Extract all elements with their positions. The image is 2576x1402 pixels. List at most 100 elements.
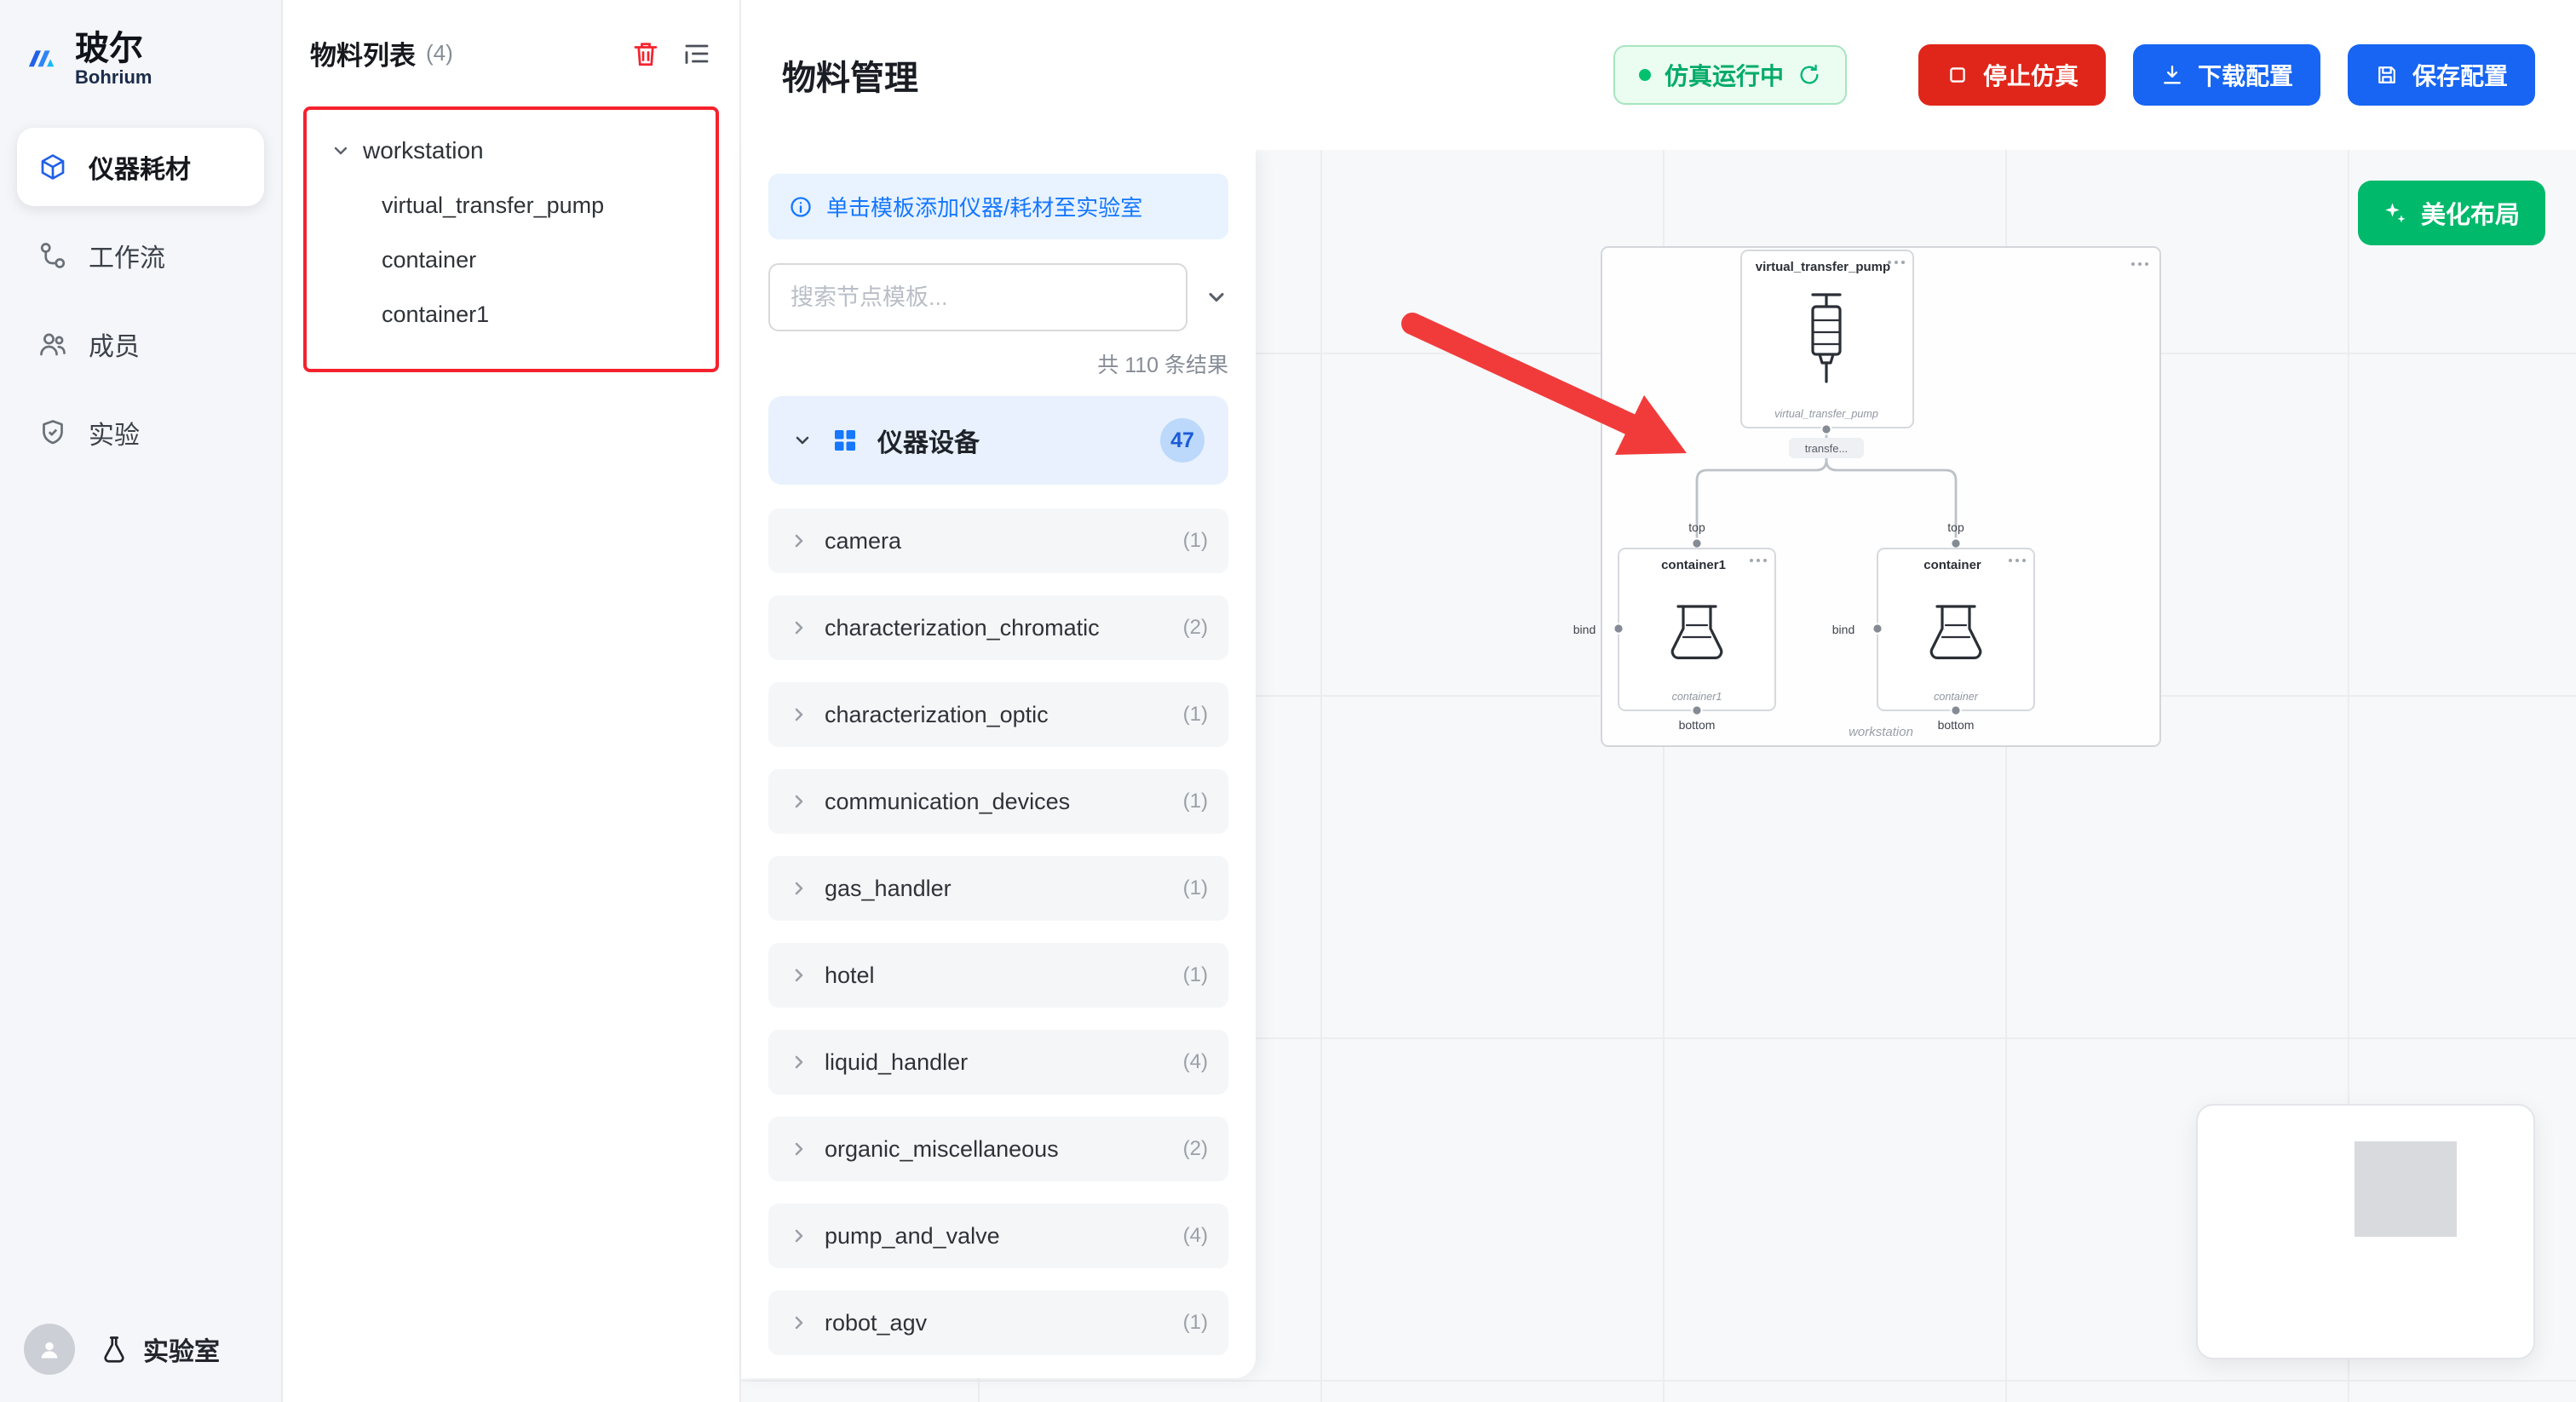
search-input[interactable]	[768, 263, 1187, 331]
cube-icon	[41, 154, 65, 180]
download-icon	[2164, 65, 2181, 84]
pump-output-port[interactable]	[1820, 423, 1832, 435]
template-item-count: (1)	[1182, 790, 1208, 813]
template-item-organic-miscellaneous[interactable]: organic_miscellaneous (2)	[768, 1117, 1228, 1181]
container1-bottom-port[interactable]	[1691, 704, 1703, 716]
stop-simulation-button[interactable]: 停止仿真	[1918, 44, 2106, 106]
container-bottom-label: bottom	[1938, 718, 1975, 732]
template-item-robot-agv[interactable]: robot_agv (1)	[768, 1290, 1228, 1355]
template-item-characterization-optic[interactable]: characterization_optic (1)	[768, 682, 1228, 747]
sidebar-item-experiments[interactable]: 实验	[17, 394, 264, 472]
refresh-icon[interactable]	[1797, 63, 1821, 87]
template-item-communication-devices[interactable]: communication_devices (1)	[768, 769, 1228, 834]
user-icon	[41, 1342, 58, 1359]
template-item-hotel[interactable]: hotel (1)	[768, 943, 1228, 1008]
status-dot-icon	[1638, 69, 1651, 81]
template-item-label: pump_and_valve	[825, 1222, 1000, 1249]
sidebar-item-workflow[interactable]: 工作流	[17, 216, 264, 295]
template-item-label: camera	[825, 527, 902, 554]
container1-subtitle: container1	[1672, 691, 1722, 703]
sidebar-item-label: 仪器耗材	[89, 156, 191, 184]
chevron-right-icon	[795, 1316, 803, 1330]
chevron-down-icon	[796, 436, 809, 445]
container1-bind-port[interactable]	[1613, 623, 1624, 635]
node-container1[interactable]: container1 container1	[1618, 548, 1776, 711]
workstation-label: workstation	[1849, 725, 1913, 739]
edge-pump-container	[1825, 429, 1958, 540]
chevron-right-icon	[795, 621, 803, 635]
node-menu-icon[interactable]	[1750, 559, 1767, 562]
minimap[interactable]	[2196, 1104, 2535, 1359]
section-label: 仪器设备	[877, 429, 980, 457]
chevron-right-icon	[795, 534, 803, 548]
simulation-status-pill[interactable]: 仿真运行中	[1613, 45, 1847, 105]
template-item-label: characterization_chromatic	[825, 614, 1100, 641]
syringe-icon	[1811, 293, 1842, 383]
sidebar-item-label: 工作流	[89, 244, 165, 273]
tree-node-container[interactable]: container	[382, 247, 477, 273]
workstation-diagram[interactable]: workstation virtual_transfer_pump	[1550, 238, 2181, 767]
grid-icon	[835, 430, 855, 451]
template-item-liquid-handler[interactable]: liquid_handler (4)	[768, 1030, 1228, 1095]
node-menu-icon[interactable]	[1888, 261, 1905, 264]
sidebar-item-members[interactable]: 成员	[17, 305, 264, 383]
brand[interactable]: 玻尔 Bohrium	[0, 0, 281, 123]
chevron-right-icon	[795, 1142, 803, 1156]
container1-title: container1	[1661, 558, 1726, 572]
container1-top-port[interactable]	[1691, 537, 1703, 549]
container1-bind-label: bind	[1573, 623, 1596, 636]
section-instrument-devices[interactable]: 仪器设备 47	[768, 396, 1228, 485]
save-label: 保存配置	[2412, 63, 2508, 89]
avatar[interactable]	[24, 1324, 75, 1375]
chevron-right-icon	[795, 708, 803, 721]
node-virtual-transfer-pump[interactable]: virtual_transfer_pump virtual_transfer_p…	[1740, 250, 1914, 428]
template-item-pump-and-valve[interactable]: pump_and_valve (4)	[768, 1204, 1228, 1268]
save-config-button[interactable]: 保存配置	[2347, 44, 2535, 106]
template-item-count: (2)	[1182, 616, 1208, 639]
banner-text: 单击模板添加仪器/耗材至实验室	[826, 195, 1143, 221]
template-item-label: gas_handler	[825, 875, 952, 901]
template-item-count: (4)	[1182, 1050, 1208, 1073]
sidebar-item-instruments[interactable]: 仪器耗材	[17, 128, 264, 206]
node-menu-icon[interactable]	[2009, 559, 2026, 562]
container-bottom-port[interactable]	[1950, 704, 1962, 716]
materials-tree-highlight: workstation virtual_transfer_pump contai…	[303, 106, 719, 372]
port-label-chip	[1789, 438, 1864, 458]
template-item-count: (1)	[1182, 703, 1208, 726]
chevron-down-icon	[334, 147, 348, 155]
brand-name: 玻尔	[75, 30, 143, 67]
container1-bottom-label: bottom	[1679, 718, 1716, 732]
beaker-icon	[1670, 605, 1723, 659]
sidebar-item-label: 成员	[89, 333, 140, 361]
flask-icon	[104, 1336, 124, 1363]
collapse-button[interactable]	[1205, 285, 1228, 309]
template-item-gas-handler[interactable]: gas_handler (1)	[768, 856, 1228, 921]
pump-port-label: transfe...	[1805, 442, 1849, 455]
trash-icon	[634, 42, 658, 66]
template-item-count: (4)	[1182, 1224, 1208, 1247]
tree-node-container1[interactable]: container1	[382, 302, 490, 327]
tree-view-button[interactable]	[681, 38, 712, 69]
lab-switcher[interactable]: 实验室	[99, 1330, 220, 1368]
node-container[interactable]: container container	[1877, 548, 2035, 711]
template-item-count: (1)	[1182, 876, 1208, 899]
template-item-camera[interactable]: camera (1)	[768, 509, 1228, 573]
template-item-label: liquid_handler	[825, 1049, 969, 1075]
node-menu-icon[interactable]	[2131, 262, 2148, 266]
materials-panel: 物料列表 (4) workstatio	[283, 0, 741, 1402]
info-banner: 单击模板添加仪器/耗材至实验室	[768, 174, 1228, 239]
minimap-node	[2355, 1141, 2457, 1237]
delete-button[interactable]	[630, 38, 661, 69]
container-bind-port[interactable]	[1872, 623, 1883, 635]
beautify-layout-button[interactable]: 美化布局	[2357, 181, 2545, 245]
chevron-down-icon	[1209, 292, 1224, 302]
tree-node-virtual-transfer-pump[interactable]: virtual_transfer_pump	[382, 192, 605, 218]
template-item-label: hotel	[825, 962, 875, 988]
download-config-button[interactable]: 下载配置	[2132, 44, 2320, 106]
beaker-icon	[1929, 605, 1982, 659]
tree-node-workstation[interactable]: workstation	[307, 127, 716, 178]
chevron-right-icon	[795, 1055, 803, 1069]
sparkles-icon	[2385, 203, 2406, 223]
template-item-characterization-chromatic[interactable]: characterization_chromatic (2)	[768, 595, 1228, 660]
container-top-port[interactable]	[1950, 537, 1962, 549]
